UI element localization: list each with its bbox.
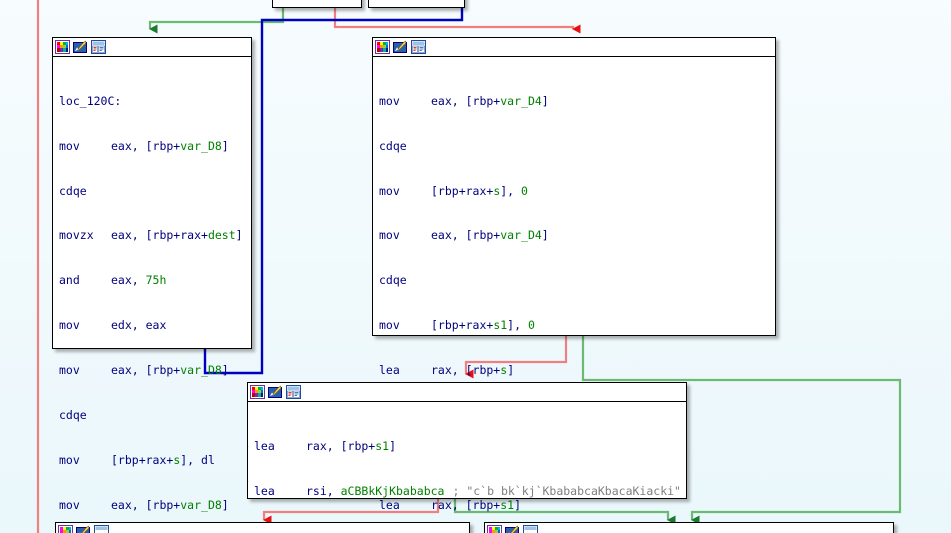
node-titlebar[interactable] (248, 383, 686, 402)
color-palette-icon[interactable] (250, 385, 265, 399)
edit-pencil-icon[interactable] (76, 525, 91, 533)
asm-line: loc_120C: (59, 94, 245, 109)
graph-layout-icon[interactable] (523, 525, 538, 533)
edit-pencil-icon[interactable] (505, 525, 520, 533)
graph-layout-icon[interactable] (91, 40, 106, 54)
graph-layout-icon[interactable] (286, 385, 301, 399)
asm-line: mov[rbp+rax+s1], 0 (379, 318, 535, 333)
asm-line: mov[rbp+rax+s], 0 (379, 183, 528, 198)
asm-line: mov[rbp+rax+s], dl (59, 452, 215, 467)
graph-layout-icon[interactable] (94, 525, 109, 533)
edit-pencil-icon[interactable] (73, 40, 88, 54)
color-palette-icon[interactable] (375, 40, 390, 54)
asm-line: cdqe (379, 273, 407, 288)
node-titlebar[interactable] (373, 38, 775, 57)
graph-node-bottom-clipped-right[interactable] (484, 522, 894, 533)
graph-node-bottom-clipped-left[interactable] (55, 522, 470, 533)
asm-line: cdqe (59, 183, 87, 198)
color-palette-icon[interactable] (58, 525, 73, 533)
color-palette-icon[interactable] (487, 525, 502, 533)
edit-pencil-icon[interactable] (268, 385, 283, 399)
node-titlebar[interactable] (485, 523, 893, 533)
node-titlebar[interactable] (53, 38, 251, 57)
color-palette-icon[interactable] (55, 40, 70, 54)
asm-line: cdqe (379, 138, 407, 153)
graph-node-top-clipped-right[interactable] (368, 0, 465, 8)
node-titlebar[interactable] (56, 523, 469, 533)
graph-node-top-clipped-left[interactable] (272, 0, 362, 8)
edge-green-to-loc-120C (148, 0, 285, 34)
edit-pencil-icon[interactable] (393, 40, 408, 54)
asm-line: cdqe (59, 407, 87, 422)
graph-layout-icon[interactable] (411, 40, 426, 54)
asm-label: loc_120C: (59, 93, 122, 108)
